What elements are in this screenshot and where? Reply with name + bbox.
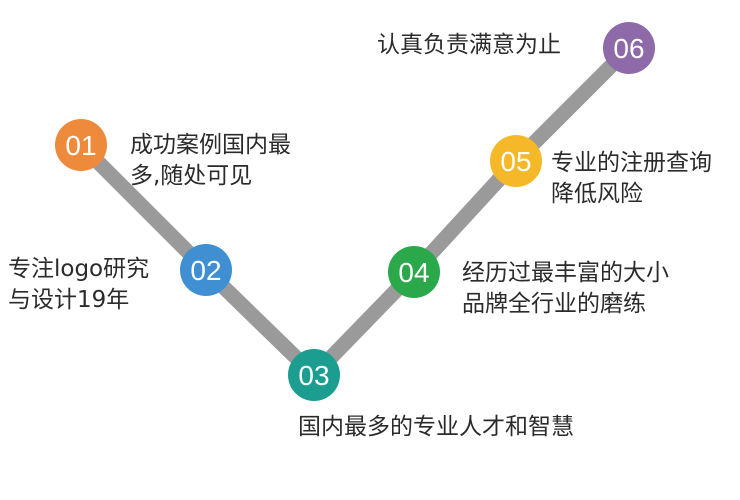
step-02-line-1: 专注logo研究: [8, 256, 150, 282]
step-02-number: 02: [190, 255, 221, 286]
step-05-line-1: 专业的注册查询: [551, 150, 712, 176]
step-01-circle: [55, 119, 107, 171]
connector-path: [73, 40, 637, 383]
step-05-line-2: 降低风险: [551, 181, 643, 207]
step-04-node: 04: [388, 246, 440, 298]
step-05-number: 05: [500, 146, 531, 177]
step-02-label: 专注logo研究 与设计19年: [8, 254, 149, 316]
step-03-number: 03: [298, 360, 329, 391]
step-06-circle: [603, 22, 655, 74]
step-06-label: 认真负责满意为止: [377, 30, 561, 61]
step-01-line-1: 成功案例国内最: [130, 132, 291, 158]
step-05-circle: [490, 135, 542, 187]
step-03-circle: [288, 349, 340, 401]
step-06-node: 06: [603, 22, 655, 74]
step-02-circle: [180, 244, 232, 296]
step-01-node: 01: [55, 119, 107, 171]
step-03-label: 国内最多的专业人才和智慧: [298, 412, 574, 443]
step-03-line-1: 国内最多的专业人才和智慧: [298, 414, 574, 440]
step-05-node: 05: [490, 135, 542, 187]
step-01-number: 01: [65, 130, 96, 161]
step-04-line-2: 品牌全行业的磨练: [462, 291, 646, 317]
step-04-number: 04: [398, 257, 429, 288]
step-06-line-1: 认真负责满意为止: [377, 32, 561, 58]
step-04-circle: [388, 246, 440, 298]
step-02-line-2: 与设计19年: [8, 287, 130, 313]
step-05-label: 专业的注册查询 降低风险: [551, 148, 712, 210]
step-06-number: 06: [613, 33, 644, 64]
step-04-label: 经历过最丰富的大小 品牌全行业的磨练: [462, 258, 669, 320]
step-03-node: 03: [288, 349, 340, 401]
step-04-line-1: 经历过最丰富的大小: [462, 260, 669, 286]
step-02-node: 02: [180, 244, 232, 296]
step-01-label: 成功案例国内最 多,随处可见: [130, 130, 291, 192]
step-01-line-2: 多,随处可见: [130, 163, 253, 189]
